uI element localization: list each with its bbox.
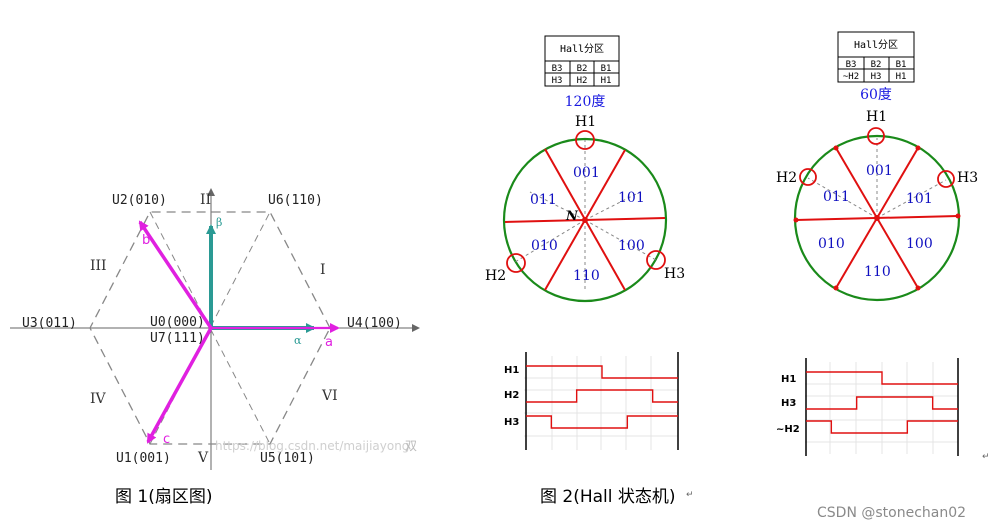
beta-label: β <box>216 216 222 229</box>
wave-label-h1: H1 <box>504 365 519 376</box>
phase-b-vector <box>138 220 213 329</box>
phase-b-label: b <box>142 233 150 248</box>
sensor-h3 <box>646 250 666 270</box>
sensor-h2 <box>506 253 526 273</box>
table-cell: H3 <box>871 72 882 82</box>
table-cell: B3 <box>846 60 857 70</box>
table-cell: H3 <box>552 76 563 86</box>
wave-label-h1: H1 <box>781 374 796 385</box>
hall-table-60: Hall分区 B3 B2 B1 ~H2 H3 H1 <box>837 31 915 83</box>
vector-label-u1: U1(001) <box>116 451 171 466</box>
vector-hexagon <box>89 211 331 445</box>
wave-label-nh2: ~H2 <box>776 424 800 435</box>
wave-label-h3: H3 <box>504 417 519 428</box>
sensor-h1 <box>867 127 885 145</box>
phase-c-label: c <box>163 432 170 447</box>
waveform-trace <box>526 389 678 403</box>
angle-label-60: 60度 <box>860 87 892 103</box>
table-cell: H1 <box>896 72 907 82</box>
sensor-label-h2: H2 <box>485 268 506 284</box>
sector-code: 001 <box>573 165 600 181</box>
sector-boundary <box>149 211 271 445</box>
figure2-caption: 图 2(Hall 状态机) <box>540 487 676 507</box>
sector-label-vi: VI <box>321 388 338 404</box>
return-mark: ↵ <box>686 490 694 500</box>
waveform-trace <box>806 420 958 434</box>
sensor-h2 <box>799 168 817 186</box>
figure1-caption: 图 1(扇区图) <box>115 487 213 507</box>
hall-120-diagram: Hall分区 B3 B2 B1 H3 H2 H1 120度 N <box>485 35 685 450</box>
vector-label-u4: U4(100) <box>347 316 402 331</box>
sensor-h1 <box>575 130 595 150</box>
sensor-label-h1: H1 <box>866 109 887 125</box>
hall-waveform-60: H1 H3 ~H2 <box>776 358 959 456</box>
sensor-label-h2: H2 <box>776 170 797 186</box>
table-title: Hall分区 <box>854 39 898 51</box>
sector-code: 100 <box>906 236 933 252</box>
sensor-label-h3: H3 <box>664 266 685 282</box>
rotor-circle <box>502 137 668 303</box>
hall-waveform-120: H1 H2 H3 <box>504 352 679 450</box>
table-cell: B2 <box>577 64 588 74</box>
sector-label-v: V <box>197 450 209 466</box>
angle-label-120: 120度 <box>565 94 606 110</box>
sector-code: 101 <box>906 191 933 207</box>
sector-boundary <box>149 211 271 445</box>
waveform-trace <box>526 415 678 429</box>
waveform-trace <box>806 371 958 385</box>
csdn-watermark: CSDN @stonechan02 <box>817 505 967 521</box>
sector-code: 011 <box>823 189 850 205</box>
table-cell: B1 <box>896 60 907 70</box>
table-cell: B3 <box>552 64 563 74</box>
sector-code: 110 <box>864 264 891 280</box>
vector-label-u2: U2(010) <box>112 193 167 208</box>
sensor-label-h1: H1 <box>575 114 596 130</box>
table-cell: H1 <box>601 76 612 86</box>
sector-code: 011 <box>530 192 557 208</box>
sector-code: 010 <box>818 236 845 252</box>
sector-code: 110 <box>573 268 600 284</box>
blog-watermark: https://blog.csdn.net/maijiayong <box>215 439 409 453</box>
return-mark: ↵ <box>982 452 990 462</box>
sector-code: 100 <box>618 238 645 254</box>
vector-label-u6: U6(110) <box>268 193 323 208</box>
sector-label-i: I <box>320 262 326 278</box>
sector-label-ii: II <box>200 192 211 208</box>
sensor-h3 <box>937 170 955 188</box>
sensor-label-h3: H3 <box>957 170 978 186</box>
phase-a-label: a <box>325 335 333 350</box>
sector-label-iv: IV <box>90 391 107 407</box>
blog-watermark-end: 双 <box>405 439 417 453</box>
north-pole-label: N <box>565 209 579 224</box>
sector-label-iii: III <box>90 258 107 274</box>
table-cell: H2 <box>577 76 588 86</box>
table-cell: ~H2 <box>843 72 859 82</box>
vector-label-u5: U5(101) <box>260 451 315 466</box>
table-cell: B1 <box>601 64 612 74</box>
sector-diagram: U2(010) U6(110) U3(011) U4(100) U0(000) … <box>10 188 420 470</box>
alpha-label: α <box>294 334 302 347</box>
sector-code: 101 <box>618 190 645 206</box>
waveform-trace <box>526 365 678 379</box>
wave-label-h3: H3 <box>781 398 796 409</box>
hall-60-diagram: Hall分区 B3 B2 B1 ~H2 H3 H1 60度 <box>776 31 978 456</box>
vector-label-u0: U0(000) <box>150 315 205 330</box>
wave-label-h2: H2 <box>504 390 519 401</box>
sector-endpoints <box>793 145 961 291</box>
sector-code: 001 <box>866 163 893 179</box>
waveform-trace <box>806 396 958 410</box>
sensor-rays <box>514 140 657 290</box>
table-cell: B2 <box>871 60 882 70</box>
sensor-rays <box>807 138 947 219</box>
table-title: Hall分区 <box>560 43 604 55</box>
rotor-center <box>582 217 588 223</box>
vector-label-u3: U3(011) <box>22 316 77 331</box>
hall-table-120: Hall分区 B3 B2 B1 H3 H2 H1 <box>544 35 620 87</box>
sector-code: 010 <box>531 238 558 254</box>
vector-label-u7: U7(111) <box>150 331 205 346</box>
phase-c-vector <box>146 327 213 444</box>
